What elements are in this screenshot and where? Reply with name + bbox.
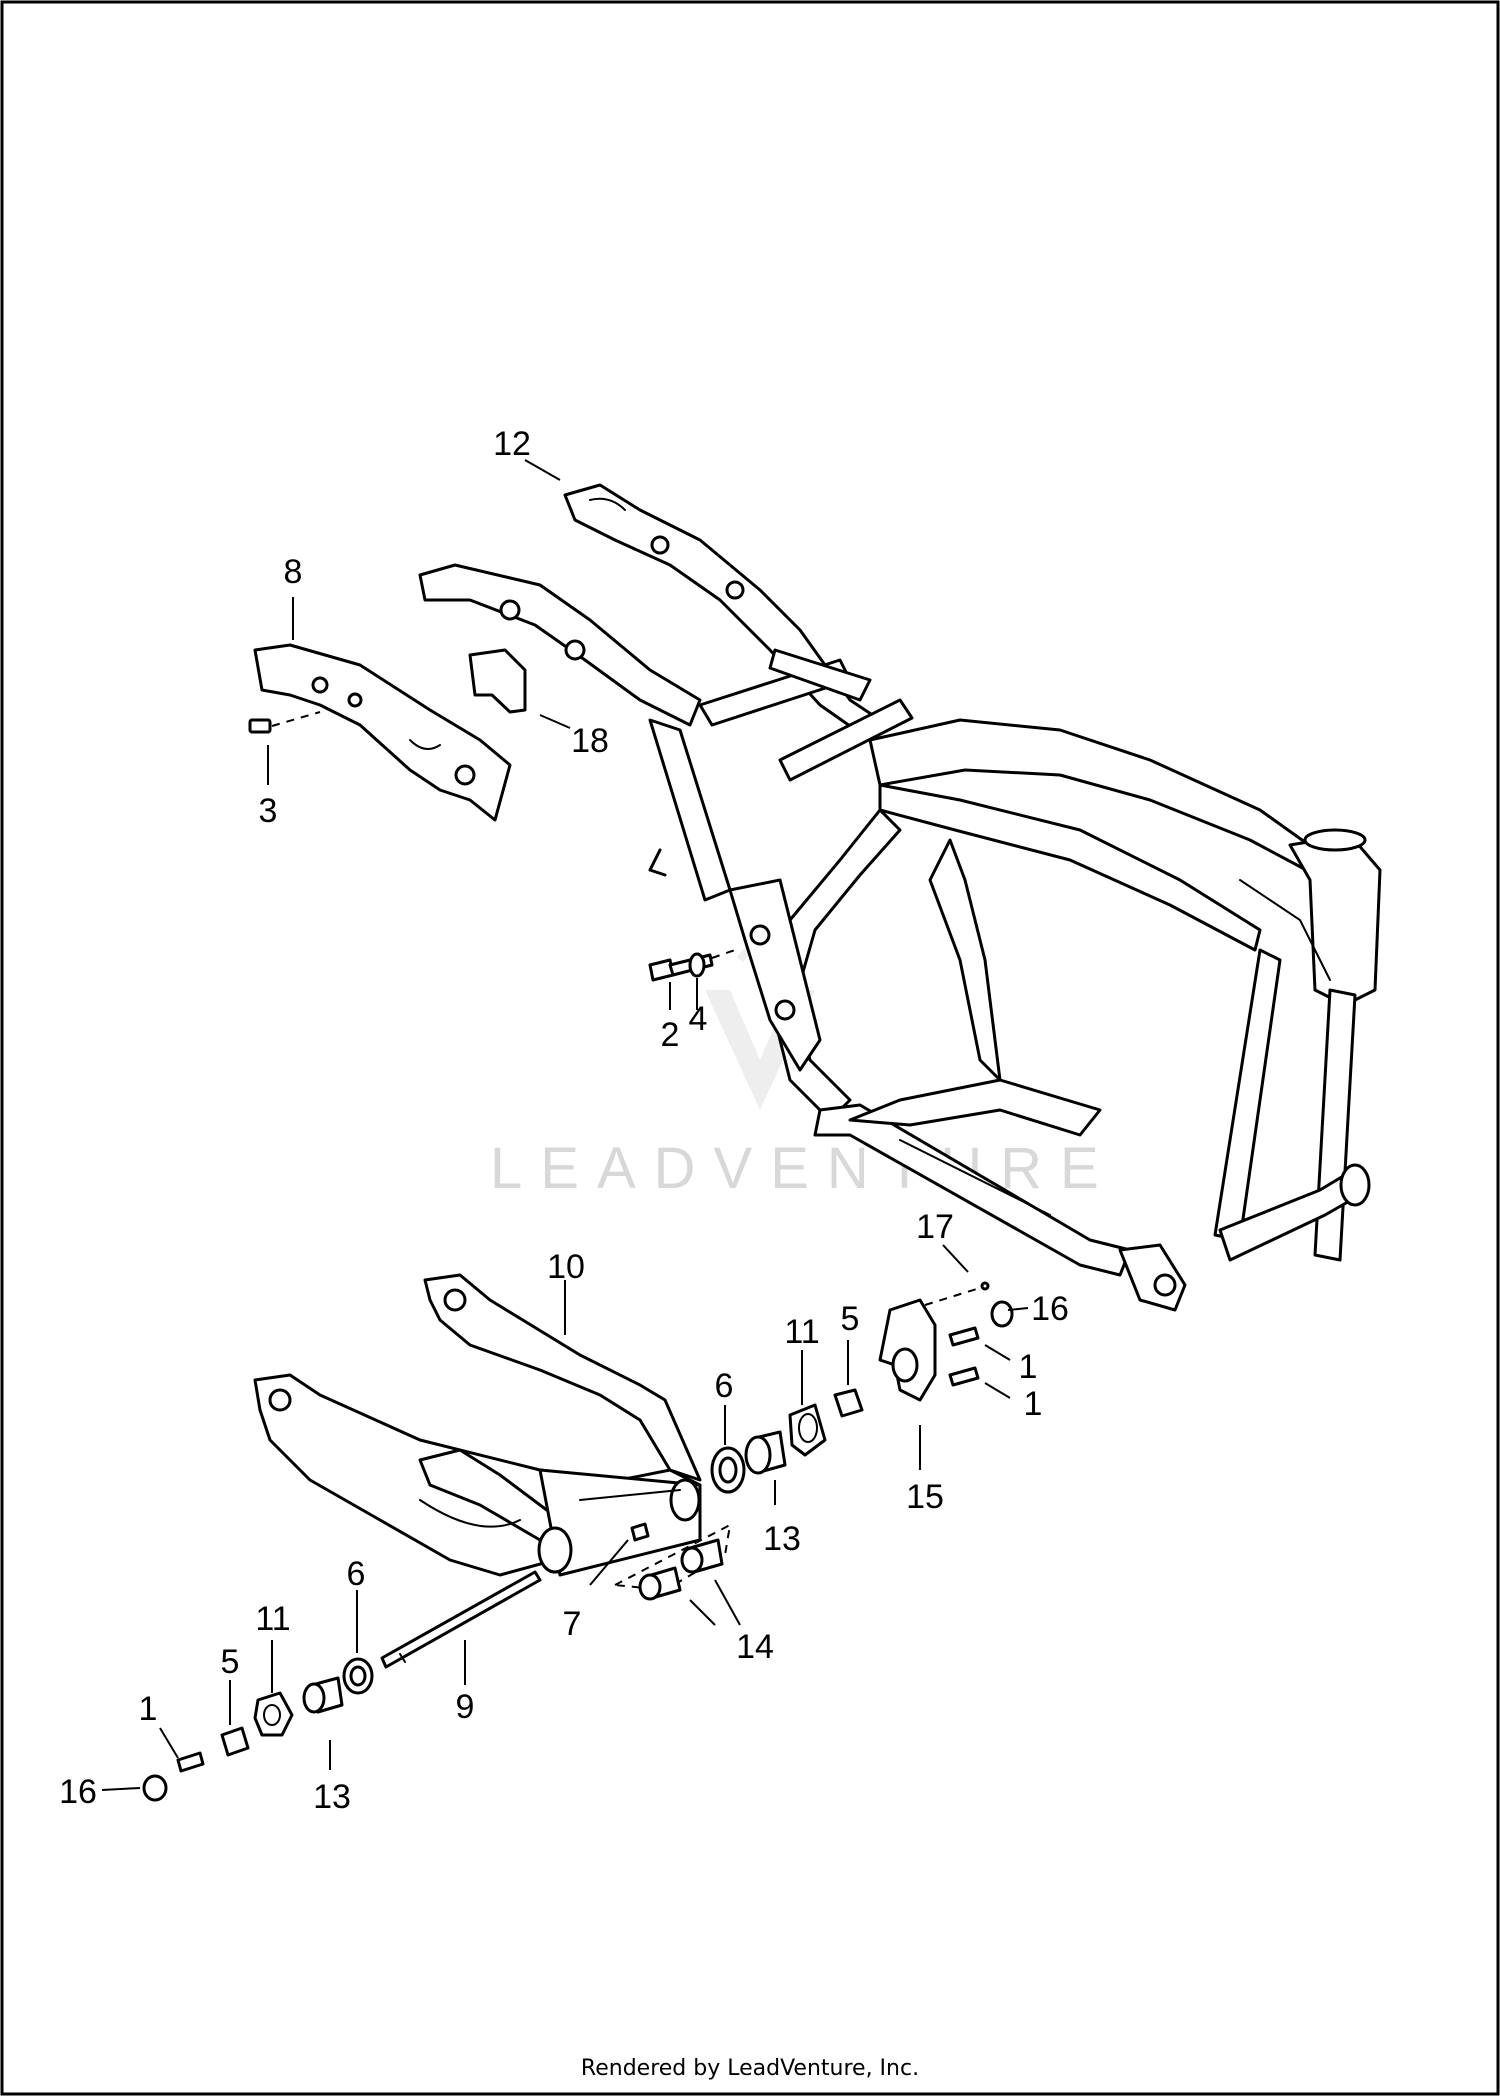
callout-18: 18 <box>571 722 609 760</box>
callout-5-left: 5 <box>221 1643 240 1681</box>
callout-7: 7 <box>563 1605 582 1643</box>
callout-15: 15 <box>906 1478 944 1516</box>
callout-14: 14 <box>736 1628 774 1666</box>
bushing-part-13-right <box>744 1430 787 1475</box>
callout-9: 9 <box>456 1688 475 1726</box>
sleeve-part-5-left <box>220 1726 250 1757</box>
sleeve-part-5-right <box>833 1388 864 1418</box>
pivot-shaft-part-9 <box>380 1570 542 1669</box>
rail-cover-part-8 <box>253 643 512 822</box>
callout-11-right: 11 <box>784 1313 819 1351</box>
callout-6-right: 6 <box>715 1367 734 1405</box>
adjuster-nut-part-11-right <box>788 1403 827 1457</box>
swingarm-part-10 <box>253 1273 702 1577</box>
callout-13-right: 13 <box>763 1520 801 1558</box>
callout-16-right: 16 <box>1031 1290 1069 1328</box>
callout-5-right: 5 <box>841 1300 860 1338</box>
callout-1-right-a: 1 <box>1019 1348 1038 1386</box>
callout-1-right-b: 1 <box>1024 1385 1043 1423</box>
callout-3: 3 <box>259 792 278 830</box>
callout-16-left: 16 <box>59 1773 97 1811</box>
screw-part-1-right-b <box>948 1366 980 1387</box>
pivot-bracket-part-15 <box>878 1298 937 1402</box>
frame-part-12 <box>418 483 1382 1312</box>
leader-lines <box>101 459 1029 1791</box>
cap-part-16-right <box>990 1300 1014 1328</box>
footer-credit: Rendered by LeadVenture, Inc. <box>580 2056 920 2081</box>
callout-1-left: 1 <box>139 1690 158 1728</box>
screw-part-1-left <box>176 1751 205 1773</box>
callout-12: 12 <box>493 425 531 463</box>
bushing-part-13-left <box>302 1676 344 1714</box>
pad-part-18 <box>468 648 527 714</box>
screw-part-1-right-a <box>948 1326 980 1347</box>
cap-part-16-left <box>142 1774 168 1802</box>
washer-part-4 <box>688 952 706 978</box>
callout-2: 2 <box>661 1016 680 1054</box>
bearing-part-6-left <box>342 1657 374 1695</box>
leader-bolt-to-frame <box>711 949 736 959</box>
callout-6-left: 6 <box>347 1555 366 1593</box>
callout-8: 8 <box>284 553 303 591</box>
bushings-part-14 <box>611 1523 732 1601</box>
adjuster-nut-part-11-left <box>253 1691 294 1737</box>
callout-10: 10 <box>547 1248 585 1286</box>
bearing-part-6-right <box>710 1446 746 1494</box>
fitting-part-7 <box>630 1522 650 1542</box>
watermark-text: LEADVENTURE <box>490 1136 1117 1201</box>
callout-11-left: 11 <box>255 1600 290 1638</box>
callout-4: 4 <box>689 1000 708 1038</box>
pin-part-17 <box>924 1281 990 1306</box>
callout-17: 17 <box>916 1208 954 1246</box>
screw-part-3 <box>248 711 321 734</box>
callout-13-left: 13 <box>313 1778 351 1816</box>
